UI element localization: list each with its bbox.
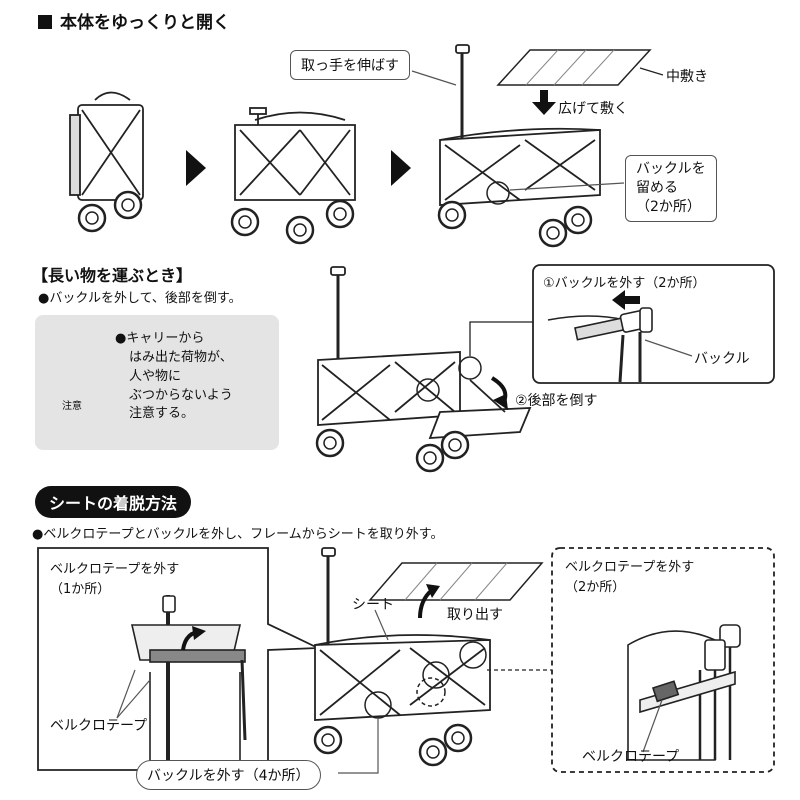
inner-mat-illustration <box>496 49 652 86</box>
velcro-detail-illustration-2 <box>627 624 741 761</box>
buckle-fasten-line: バックルを <box>636 161 706 177</box>
buckle-detail-illustration <box>547 307 653 383</box>
buckle-remove-text: バックルを外す（4か所） <box>147 768 310 784</box>
opening-cart-illustration <box>230 107 356 245</box>
buckle-detail-panel <box>532 264 775 384</box>
inner-mat-label: 中敷き <box>666 69 708 85</box>
left-arrow-icon <box>612 290 640 310</box>
section1-title-text: 本体をゆっくりと開く <box>60 13 230 33</box>
buckle-fasten-callout: バックルを 留める （2か所） <box>625 155 717 222</box>
warning-text: ●キャリーから はみ出た荷物が、 人や物に ぶつからないよう 注意する。 <box>115 330 233 424</box>
warning-line: 注意する。 <box>129 406 195 422</box>
next-arrow-icon <box>391 150 411 186</box>
right-panel-velcro-label: ベルクロテープ <box>582 749 680 765</box>
section2-bullet: ●バックルを外して、後部を倒す。 <box>38 291 242 306</box>
down-arrow-icon <box>532 90 556 115</box>
warning-line: はみ出た荷物が、 <box>129 349 233 365</box>
warning-line: ●キャリーから <box>115 331 205 346</box>
right-panel-title-line: （2か所） <box>565 579 626 595</box>
section3-bullet: ●ベルクロテープとバックルを外し、フレームからシートを取り外す。 <box>32 527 444 542</box>
right-panel-title: ベルクロテープを外す （2か所） <box>565 558 694 597</box>
section3-title: シートの着脱方法 <box>35 486 192 518</box>
warning-line: ぶつからないよう <box>129 387 233 403</box>
sheet-cart-illustration <box>313 547 491 767</box>
buckle-label: バックル <box>694 351 750 367</box>
extend-handle-callout: 取っ手を伸ばす <box>290 50 410 80</box>
next-arrow-icon <box>186 150 206 186</box>
warning-box <box>35 315 279 450</box>
left-panel-title: ベルクロテープを外す （1か所） <box>50 560 179 599</box>
spread-label: 広げて敷く <box>558 101 628 117</box>
section2-title: 【長い物を運ぶとき】 <box>32 266 193 285</box>
step2-label: ②後部を倒す <box>515 393 598 409</box>
warning-line: 人や物に <box>129 368 182 384</box>
folded-cart-illustration <box>69 91 144 233</box>
left-panel-velcro-label: ベルクロテープ <box>50 718 148 734</box>
buckle-remove-callout: バックルを外す（4か所） <box>136 760 321 790</box>
left-panel-title-line: ベルクロテープを外す <box>50 562 180 577</box>
warning-label: 注意 <box>62 401 82 412</box>
left-panel-title-line: （1か所） <box>50 581 111 597</box>
right-panel-title-line: ベルクロテープを外す <box>565 560 695 575</box>
buckle-fasten-line: 留める <box>636 179 678 196</box>
open-cart-illustration <box>437 44 601 248</box>
square-bullet-icon <box>38 15 52 29</box>
section1-title: 本体をゆっくりと開く <box>38 8 230 33</box>
sheet-label: シート <box>352 597 394 613</box>
take-out-label: 取り出す <box>447 607 503 623</box>
extend-handle-text: 取っ手を伸ばす <box>301 58 399 74</box>
step1-label: ①バックルを外す（2か所） <box>543 276 706 291</box>
buckle-fasten-line: （2か所） <box>636 198 701 215</box>
long-cargo-cart-illustration <box>315 266 532 473</box>
